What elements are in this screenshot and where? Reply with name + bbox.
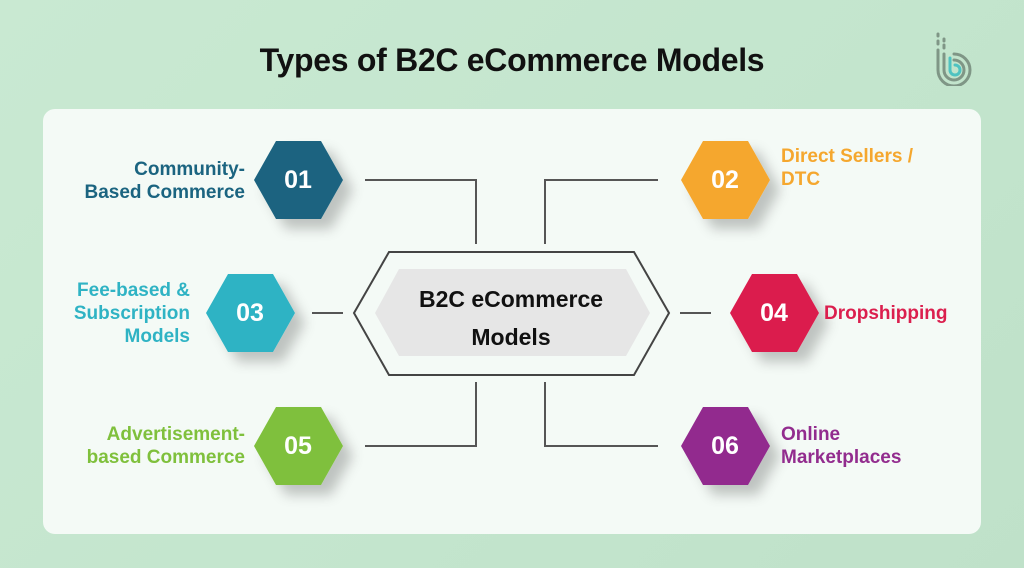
hexagon-05-number: 05	[284, 432, 312, 460]
center-hexagon-fill	[375, 269, 650, 356]
hexagon-01-number: 01	[284, 166, 312, 194]
model-label-01-line2: Based Commerce	[84, 182, 245, 203]
hexagon-04	[730, 274, 819, 352]
hexagon-06	[681, 407, 770, 485]
hexagon-02	[681, 141, 770, 219]
model-label-05: Advertisement- based Commerce	[87, 423, 245, 469]
model-label-05-line2: based Commerce	[86, 447, 245, 468]
model-label-04-line1: Dropshipping	[824, 303, 948, 324]
center-label-line2: Models	[471, 324, 551, 350]
center-label: B2C eCommerce Models	[380, 280, 642, 356]
model-label-03-line3: Models	[124, 326, 190, 347]
model-label-06-line2: Marketplaces	[781, 447, 902, 468]
model-label-02-line1: Direct Sellers /	[781, 146, 914, 167]
hexagon-03	[206, 274, 295, 352]
hexagon-01	[254, 141, 343, 219]
hexagon-04-number: 04	[760, 299, 788, 327]
model-label-02: Direct Sellers / DTC	[781, 145, 913, 191]
model-label-06: Online Marketplaces	[781, 423, 901, 469]
brand-b-logo-icon	[936, 32, 972, 86]
model-label-01-line1: Community-	[134, 159, 245, 180]
model-label-04: Dropshipping	[824, 302, 947, 325]
model-label-01: Community- Based Commerce	[84, 158, 245, 204]
model-label-02-line2: DTC	[781, 169, 821, 190]
hexagon-06-number: 06	[711, 432, 739, 460]
model-label-03: Fee-based & Subscription Models	[74, 279, 190, 348]
connector-lines	[312, 179, 711, 447]
hexagon-02-number: 02	[711, 166, 739, 194]
hexagon-03-number: 03	[236, 299, 264, 327]
model-label-03-line2: Subscription	[73, 303, 190, 324]
model-label-06-line1: Online	[781, 424, 841, 445]
hexagon-05	[254, 407, 343, 485]
model-label-03-line1: Fee-based &	[77, 280, 190, 301]
center-label-line1: B2C eCommerce	[418, 286, 604, 312]
page-title: Types of B2C eCommerce Models	[259, 42, 765, 78]
model-label-05-line1: Advertisement-	[106, 424, 245, 445]
